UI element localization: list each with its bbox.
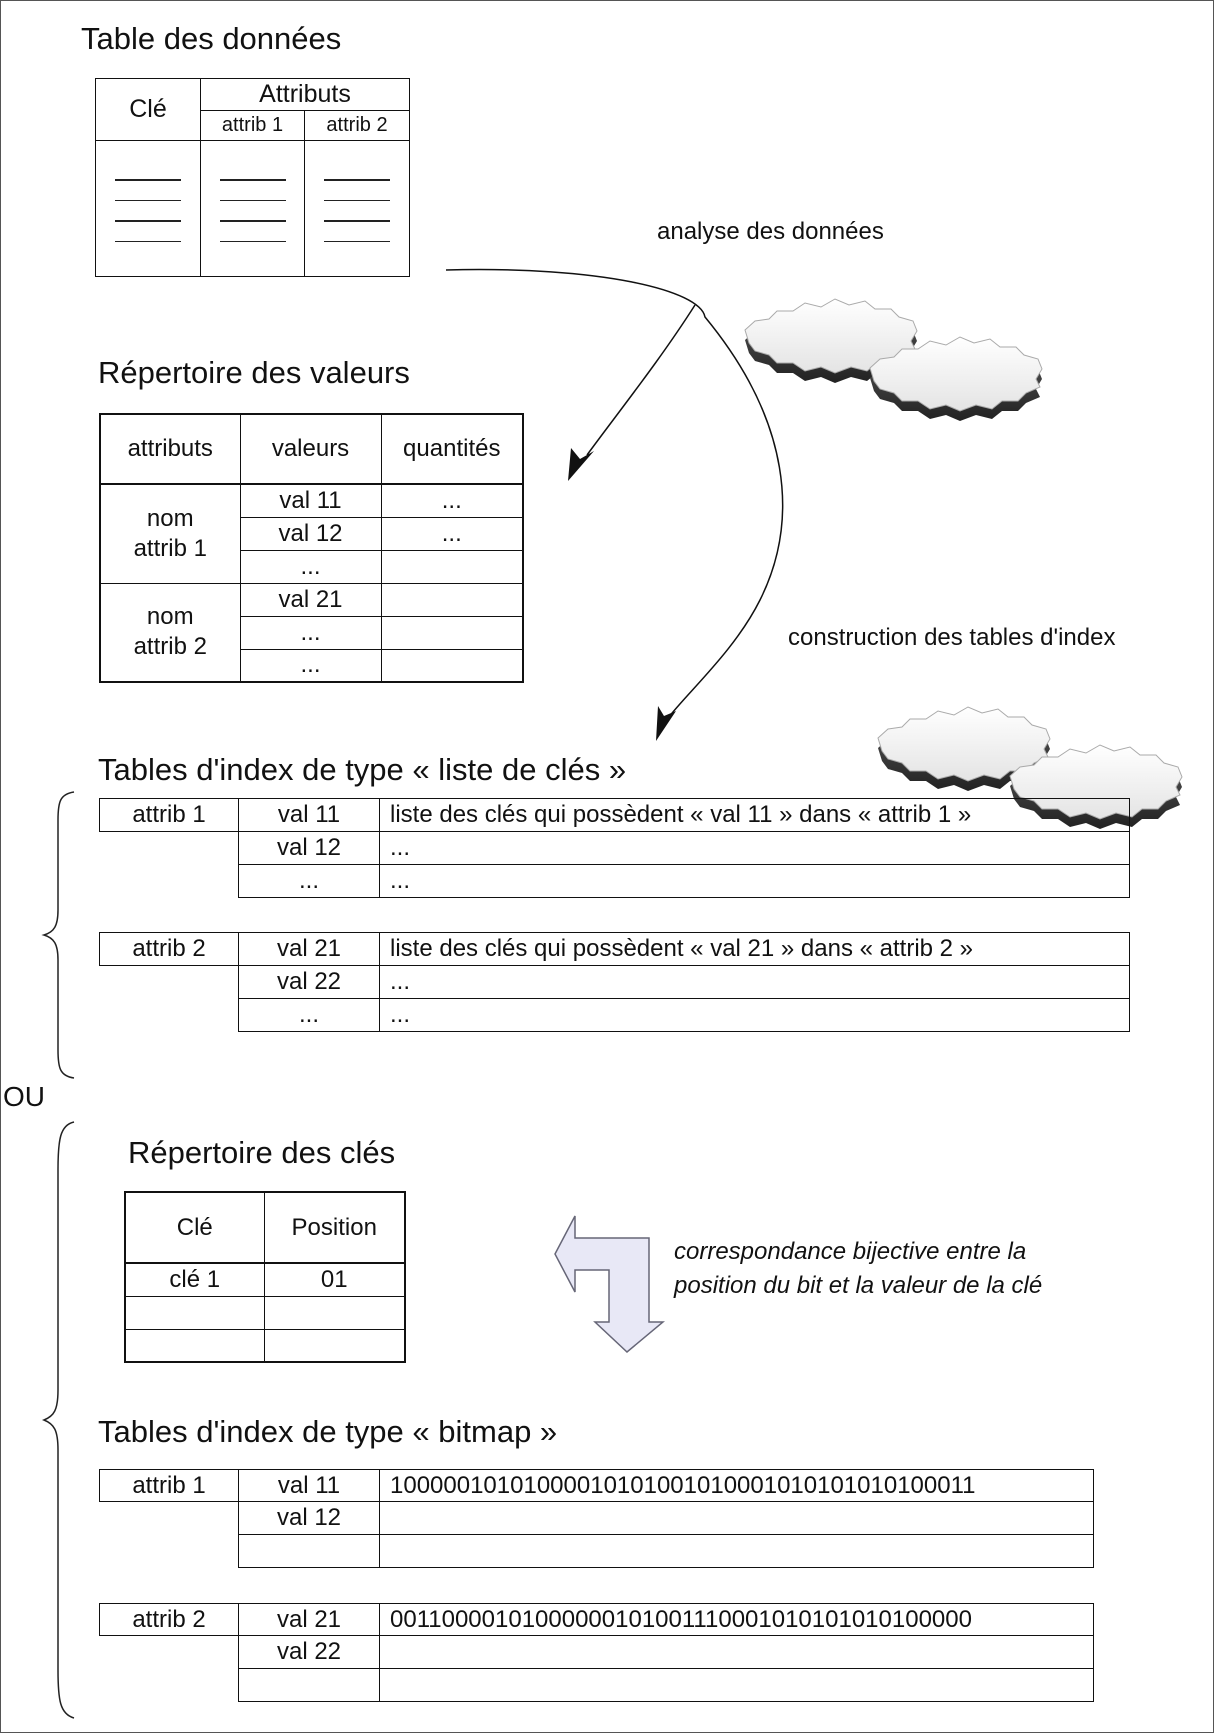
- note-analyse: analyse des données: [657, 218, 884, 245]
- values-header: valeurs: [239, 413, 382, 485]
- bitmap-value-cell: val 22: [238, 1635, 380, 1669]
- index-content-cell: ...: [379, 864, 1130, 898]
- index-value-cell: val 12: [238, 831, 380, 865]
- values-cell: val 21: [239, 582, 382, 617]
- data-table-subheader: attrib 1: [200, 110, 305, 141]
- bijective-note: correspondance bijective entre la positi…: [674, 1238, 1043, 1299]
- index-content-cell: ...: [379, 831, 1130, 865]
- note-construction: construction des tables d'index: [788, 624, 1116, 651]
- bitmap-value-cell: val 12: [238, 1501, 380, 1535]
- curly-brace-icon: [41, 1121, 75, 1719]
- index-content-cell: ...: [379, 965, 1130, 999]
- data-table-subheader: attrib 2: [303, 110, 411, 141]
- index-empty-cell: [100, 865, 239, 898]
- index-value-cell: ...: [238, 864, 380, 898]
- title-index-bitmap: Tables d'index de type « bitmap »: [98, 1414, 558, 1449]
- title-repertoire-cles: Répertoire des clés: [128, 1135, 396, 1170]
- bitmap-index-table-2: attrib 2 val 21 001100001010000001010011…: [99, 1603, 1094, 1702]
- title-index-liste: Tables d'index de type « liste de clés »: [98, 752, 627, 787]
- arrowhead-to-index: [656, 706, 676, 741]
- bitmap-value-cell: val 21: [238, 1603, 380, 1636]
- gears-icon: [744, 298, 1043, 421]
- title-table-donnees: Table des données: [81, 21, 342, 56]
- arrowhead-to-repertoire: [568, 448, 594, 481]
- index-empty-cell: [100, 832, 239, 865]
- keys-cell: [124, 1295, 265, 1330]
- quantity-cell: [380, 615, 524, 650]
- flow-curve: [445, 268, 784, 719]
- keys-cell: clé 1: [124, 1262, 265, 1297]
- keys-directory-table: Clé Position clé 1 01: [124, 1191, 406, 1363]
- index-value-cell: val 22: [238, 965, 380, 999]
- bitmap-bits-cell: 1000001010100001010100101000101010101010…: [379, 1469, 1094, 1502]
- key-list-index-table-2: attrib 2 val 21 liste des clés qui possè…: [99, 932, 1130, 1032]
- ou-label: OU: [3, 1081, 45, 1112]
- index-attribute-cell: attrib 2: [99, 932, 239, 966]
- index-value-cell: ...: [238, 998, 380, 1032]
- quantity-cell: ...: [380, 516, 524, 551]
- title-repertoire-valeurs: Répertoire des valeurs: [98, 355, 410, 390]
- values-cell: ...: [239, 549, 382, 584]
- values-cell: val 12: [239, 516, 382, 551]
- bitmap-value-cell: [238, 1668, 380, 1702]
- values-cell: val 11: [239, 483, 382, 518]
- bitmap-value-cell: [238, 1534, 380, 1568]
- bitmap-empty-cell: [100, 1502, 239, 1535]
- values-cell: ...: [239, 648, 382, 683]
- bitmap-attribute-cell: attrib 1: [99, 1469, 239, 1502]
- index-empty-cell: [100, 999, 239, 1032]
- keys-header: Clé: [124, 1191, 265, 1264]
- data-table-placeholder-cell: [95, 140, 201, 277]
- quantity-cell: ...: [380, 483, 524, 518]
- values-group-name: nom attrib 2: [99, 582, 241, 683]
- keys-header: Position: [263, 1191, 406, 1264]
- bitmap-empty-cell: [100, 1535, 239, 1568]
- curly-brace-icon: [41, 791, 75, 1079]
- bent-arrow-icon: [554, 1215, 665, 1354]
- data-table-placeholder-cell: [200, 140, 305, 277]
- quantity-cell: [380, 549, 524, 584]
- index-value-cell: val 21: [238, 932, 380, 966]
- bitmap-attribute-cell: attrib 2: [99, 1603, 239, 1636]
- keys-cell: 01: [263, 1262, 406, 1297]
- bitmap-bits-cell: 0011000010100000010100111000101010101010…: [379, 1603, 1094, 1636]
- index-empty-cell: [100, 966, 239, 999]
- index-content-cell: ...: [379, 998, 1130, 1032]
- index-content-cell: liste des clés qui possèdent « val 21 » …: [379, 932, 1130, 966]
- index-value-cell: val 11: [238, 798, 380, 832]
- bitmap-value-cell: val 11: [238, 1469, 380, 1502]
- values-header: quantités: [380, 413, 524, 485]
- key-list-index-table-1: attrib 1 val 11 liste des clés qui possè…: [99, 798, 1130, 898]
- values-cell: ...: [239, 615, 382, 650]
- keys-cell: [263, 1295, 406, 1330]
- bitmap-bits-cell: [379, 1635, 1094, 1669]
- bitmap-empty-cell: [100, 1636, 239, 1669]
- values-group-name: nom attrib 1: [99, 483, 241, 584]
- bitmap-index-table-1: attrib 1 val 11 100000101010000101010010…: [99, 1469, 1094, 1568]
- quantity-cell: [380, 582, 524, 617]
- bitmap-empty-cell: [100, 1669, 239, 1702]
- keys-cell: [263, 1328, 406, 1363]
- values-directory-table: attributs valeurs quantités nom attrib 1…: [99, 413, 524, 683]
- bitmap-bits-cell: [379, 1501, 1094, 1535]
- index-attribute-cell: attrib 1: [99, 798, 239, 832]
- data-table: Clé Attributs attrib 1 attrib 2: [95, 78, 411, 277]
- keys-cell: [124, 1328, 265, 1363]
- index-content-cell: liste des clés qui possèdent « val 11 » …: [379, 798, 1130, 832]
- bitmap-bits-cell: [379, 1534, 1094, 1568]
- data-table-placeholder-cell: [303, 140, 411, 277]
- quantity-cell: [380, 648, 524, 683]
- bitmap-bits-cell: [379, 1668, 1094, 1702]
- flow-curve: [586, 304, 696, 456]
- values-header: attributs: [99, 413, 241, 485]
